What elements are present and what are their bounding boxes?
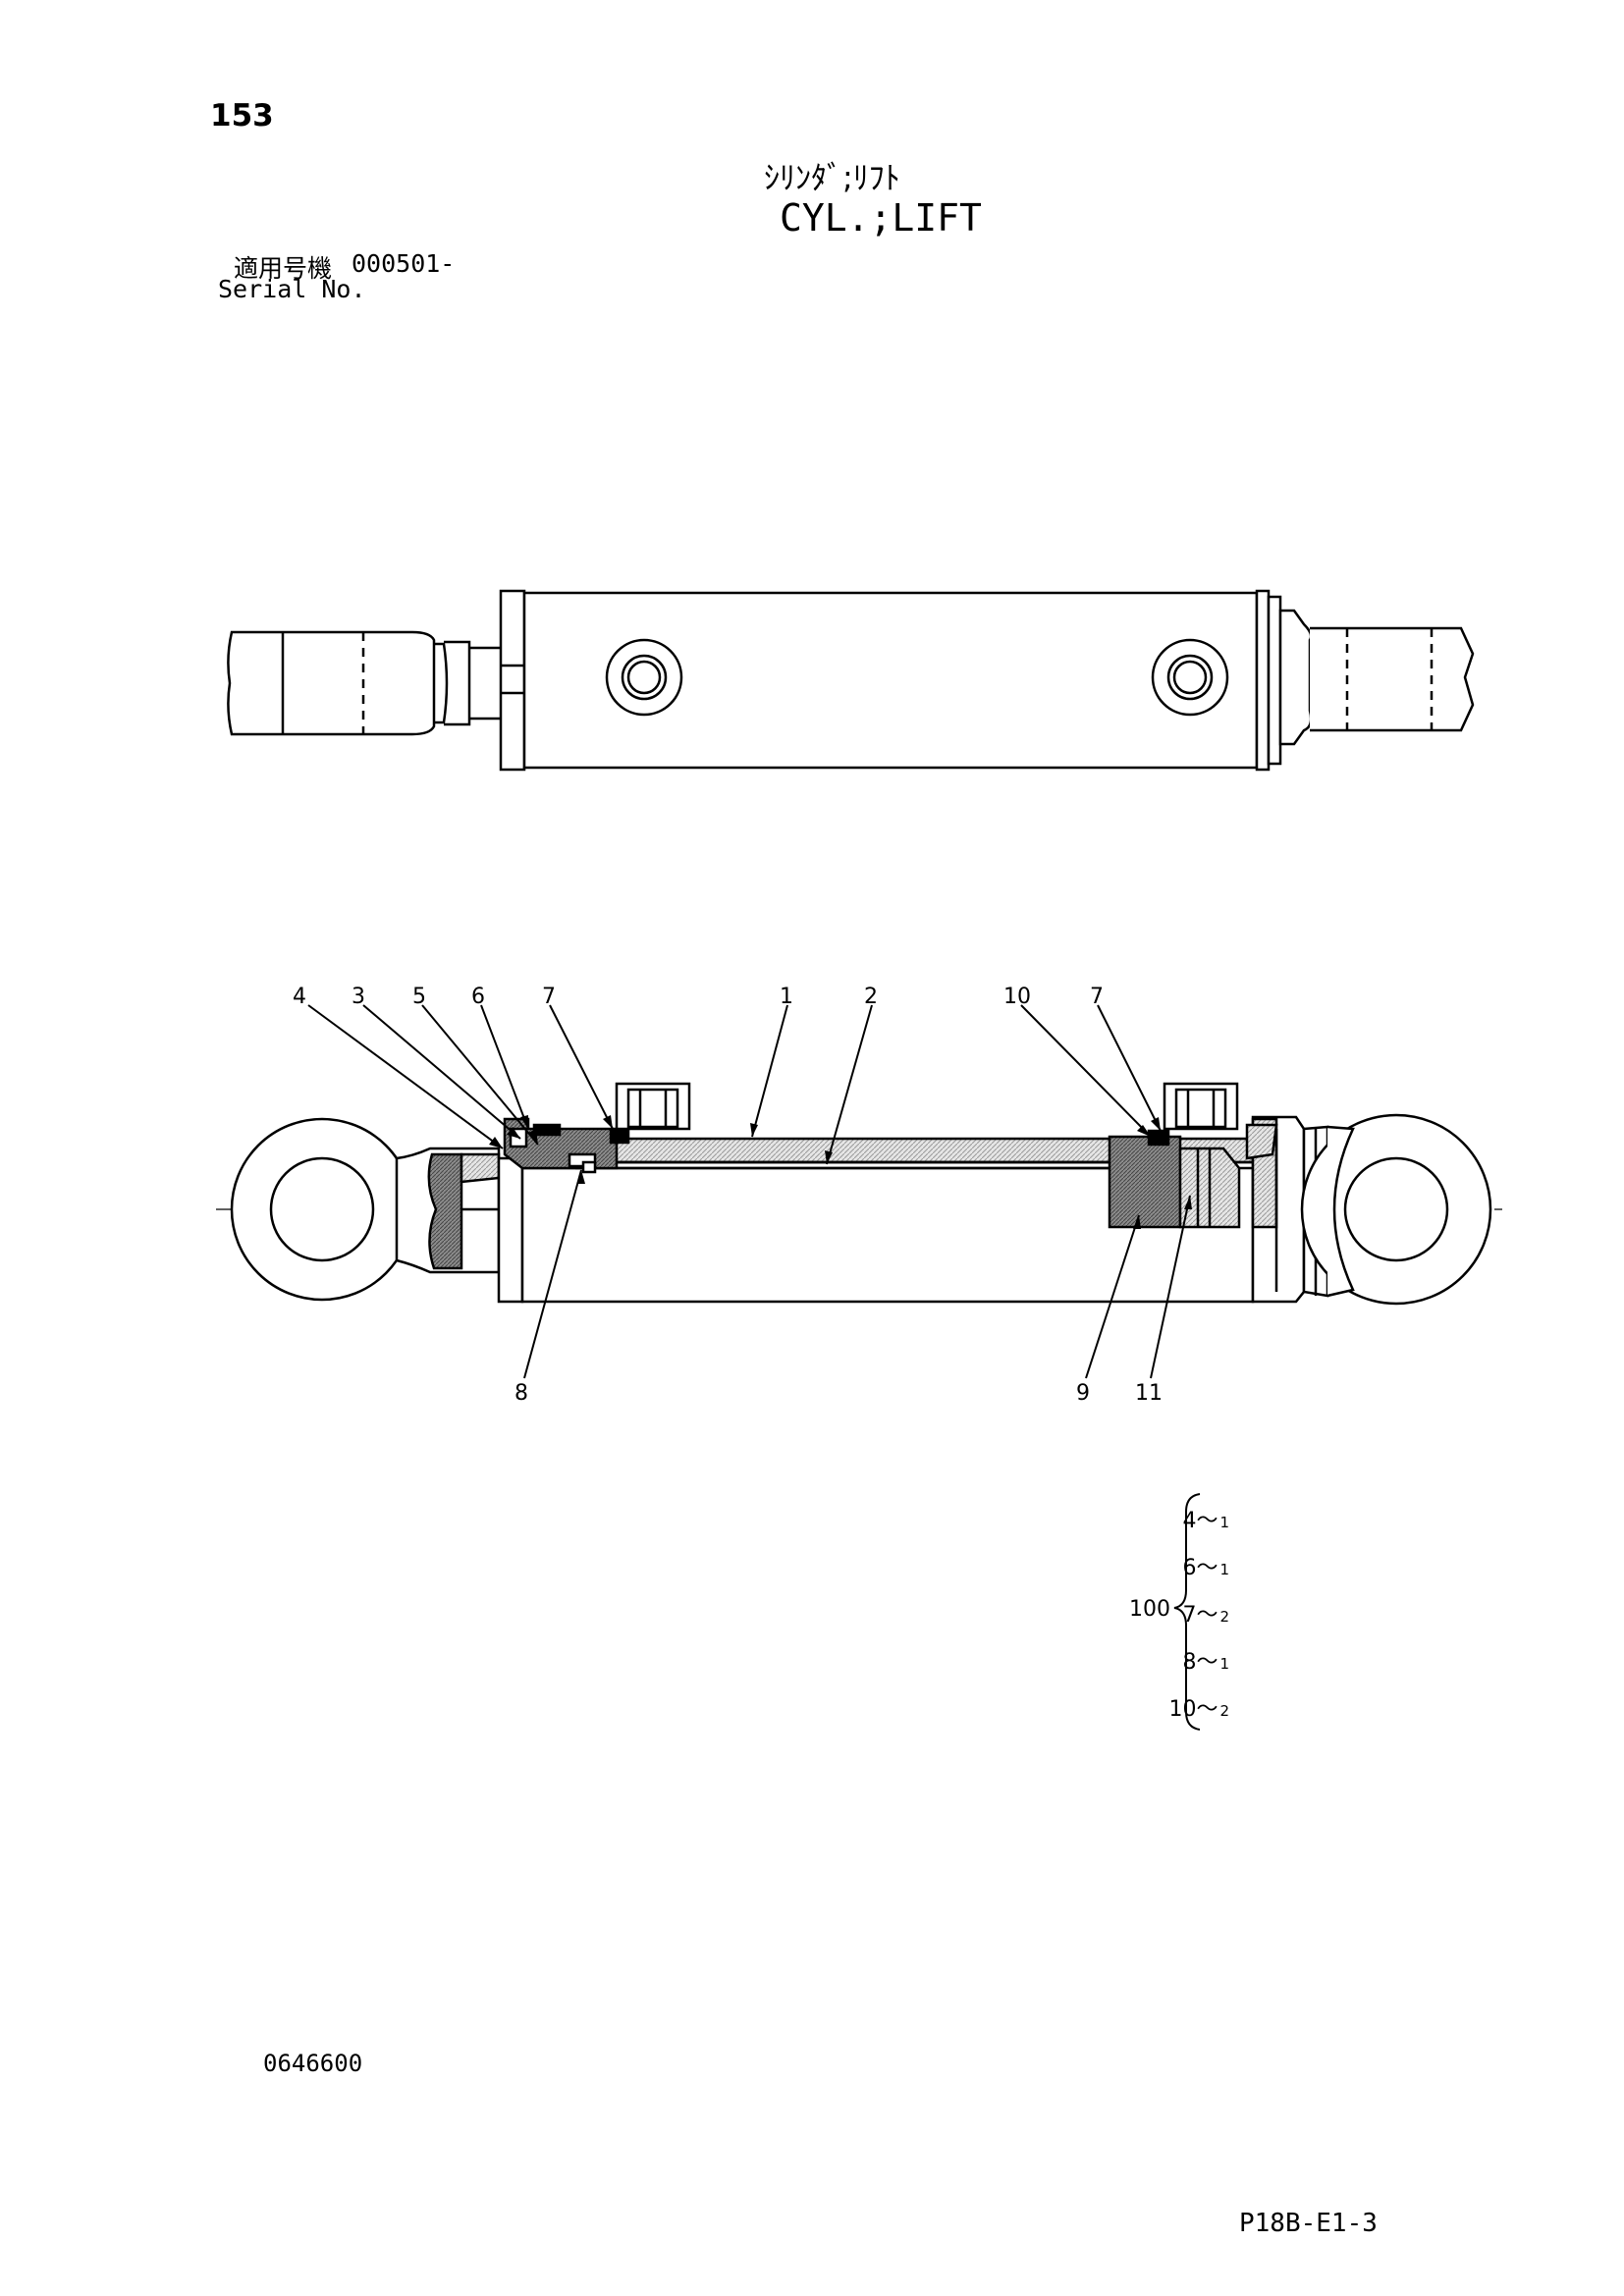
kit-item: 10～2	[1168, 1697, 1229, 1722]
kit-item: 8～1	[1182, 1650, 1229, 1675]
title-japanese: ｼﾘﾝﾀﾞ;ﾘﾌﾄ	[764, 159, 900, 196]
serial-label-japanese: 適用号機	[234, 254, 333, 283]
kit-item-part: 4～	[1182, 1509, 1218, 1533]
kit-item: 7～2	[1182, 1603, 1229, 1628]
document-code: 0646600	[263, 2050, 363, 2077]
kit-item-part: 6～	[1182, 1556, 1218, 1580]
leader-arrowheads	[489, 1115, 1192, 1229]
callout-7-left: 7	[542, 985, 556, 1009]
cylinder-external-view	[227, 589, 1475, 772]
title-english: CYL.;LIFT	[780, 196, 982, 240]
kit-item-part: 10～	[1168, 1697, 1218, 1722]
kit-number: 100	[1129, 1597, 1170, 1622]
callout-6: 6	[471, 985, 485, 1009]
callout-2: 2	[864, 985, 878, 1009]
callout-3: 3	[352, 985, 365, 1009]
callout-9: 9	[1076, 1381, 1090, 1406]
kit-item-qty: 1	[1219, 1655, 1229, 1673]
kit-item: 4～1	[1182, 1509, 1229, 1533]
callout-4: 4	[293, 985, 306, 1009]
kit-item-qty: 1	[1219, 1561, 1229, 1578]
page-code: P18B-E1-3	[1239, 2209, 1378, 2238]
callout-10: 10	[1003, 985, 1031, 1009]
serial-label-english: Serial No.	[218, 275, 366, 303]
cylinder-section-view	[216, 1082, 1502, 1306]
kit-item-part: 8～	[1182, 1650, 1218, 1675]
callout-7-right: 7	[1090, 985, 1104, 1009]
kit-item-qty: 2	[1219, 1702, 1229, 1720]
callout-11: 11	[1135, 1381, 1163, 1406]
kit-item-part: 7～	[1182, 1603, 1218, 1628]
callout-1: 1	[780, 985, 793, 1009]
kit-item-qty: 2	[1219, 1608, 1229, 1626]
serial-value: 000501-	[352, 249, 456, 278]
page-number: 153	[210, 98, 274, 133]
kit-item-qty: 1	[1219, 1514, 1229, 1531]
leader-lines	[307, 1004, 1191, 1379]
callout-5: 5	[412, 985, 426, 1009]
kit-list: 100 4～16～17～28～110～2	[1129, 1493, 1229, 1731]
kit-item: 6～1	[1182, 1556, 1229, 1580]
callout-8: 8	[514, 1381, 528, 1406]
kit-brace	[1173, 1493, 1201, 1731]
